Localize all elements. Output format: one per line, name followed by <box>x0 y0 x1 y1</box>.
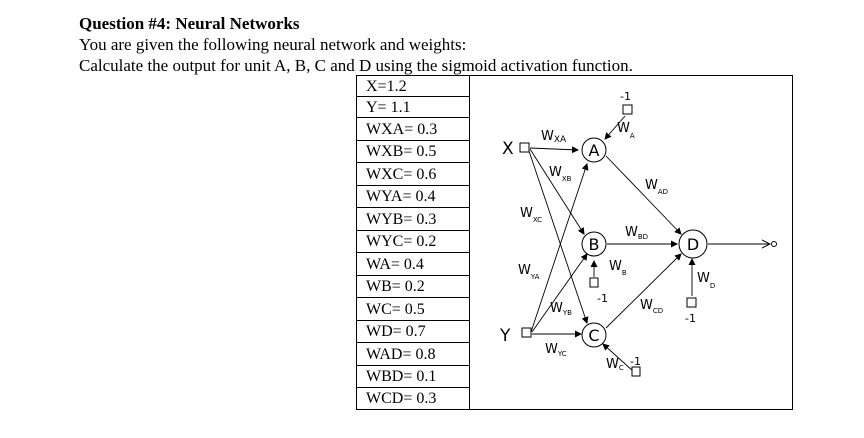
weight-label-wyb: WYB <box>550 301 572 317</box>
input-x-label: X <box>502 139 514 159</box>
output-terminal <box>771 241 777 247</box>
bias-b-label: -1 <box>597 292 608 305</box>
bias-a-square <box>622 104 633 115</box>
value-wyc: WYC= 0.2 <box>357 231 469 253</box>
weight-label-wya: WYA <box>518 263 540 281</box>
bias-c-square <box>631 366 641 377</box>
value-wbd: WBD= 0.1 <box>357 366 469 388</box>
node-b-circle <box>581 231 607 257</box>
node-a-circle <box>581 137 607 163</box>
weight-label-wyc: WYC <box>545 342 567 358</box>
weight-label-wc: WC <box>606 357 624 372</box>
value-wya: WYA= 0.4 <box>357 186 469 208</box>
bias-d-label: -1 <box>685 312 696 325</box>
value-wd: WD= 0.7 <box>357 321 469 343</box>
value-wad: WAD= 0.8 <box>357 343 469 366</box>
weight-label-wcd: WCD <box>640 298 663 315</box>
value-wb: WB= 0.2 <box>357 276 469 298</box>
question-line-given: You are given the following neural netwo… <box>79 35 467 54</box>
input-y-label: Y <box>499 326 511 346</box>
weight-label-wbd: WBD <box>625 225 648 241</box>
weights-table: X=1.2 Y= 1.1 WXA= 0.3 WXB= 0.5 WXC= 0.6 … <box>356 75 793 410</box>
node-b-label: B <box>589 235 600 254</box>
node-a-label: A <box>589 141 600 160</box>
value-wxb: WXB= 0.5 <box>357 141 469 163</box>
edge-y-b <box>531 253 588 333</box>
value-x: X=1.2 <box>357 76 469 97</box>
neural-network-diagram: A B C D X Y -1 -1 -1 -1 WXA WA WXB WAD W… <box>499 90 777 377</box>
node-c-label: C <box>588 326 599 345</box>
weight-label-wb: WB <box>609 259 627 277</box>
input-y-square <box>521 327 532 338</box>
edge-y-a <box>530 163 589 333</box>
edge-x-c <box>528 150 589 324</box>
value-wxa: WXA= 0.3 <box>357 118 469 141</box>
bias-c-label: -1 <box>630 355 641 368</box>
weight-label-wxc: WXC <box>520 206 542 224</box>
weight-label-wad: WAD <box>645 178 668 196</box>
values-column: X=1.2 Y= 1.1 WXA= 0.3 WXB= 0.5 WXC= 0.6 … <box>357 76 470 409</box>
weight-label-wd: WD <box>697 271 715 290</box>
node-d-label: D <box>687 235 699 254</box>
value-wxc: WXC= 0.6 <box>357 163 469 186</box>
weight-label-wxa: WXA <box>541 129 567 145</box>
edge-a-d <box>605 155 682 235</box>
value-y: Y= 1.1 <box>357 97 469 118</box>
value-wyb: WYB= 0.3 <box>357 208 469 231</box>
node-c-circle <box>581 322 607 348</box>
weight-label-wxb: WXB <box>549 165 572 183</box>
edge-bias-a <box>604 115 626 140</box>
value-wc: WC= 0.5 <box>357 298 469 321</box>
weight-label-wa: WA <box>617 121 635 140</box>
question-line-calculate: Calculate the output for unit A, B, C an… <box>79 56 633 75</box>
edge-c-d <box>605 253 682 329</box>
question-title: Question #4: Neural Networks <box>79 14 300 33</box>
edge-bias-c <box>602 343 634 372</box>
bias-d-square <box>686 297 697 308</box>
node-d-circle <box>678 229 708 259</box>
value-wcd: WCD= 0.3 <box>366 390 437 407</box>
input-x-square <box>519 142 530 153</box>
edge-x-b <box>529 148 585 235</box>
bias-a-label: -1 <box>620 90 631 103</box>
edge-x-a <box>529 146 579 154</box>
bias-b-square <box>589 277 599 288</box>
value-wa: WA= 0.4 <box>357 253 469 276</box>
